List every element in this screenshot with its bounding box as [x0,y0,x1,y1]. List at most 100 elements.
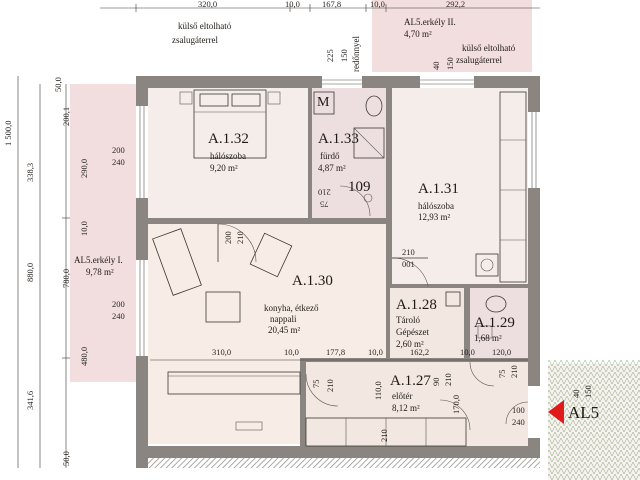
hall-dim-1: 75 [311,379,321,389]
note-shutter-left-2: zsalugáterrel [172,35,218,45]
room-a132-area: 9,20 m² [210,163,238,173]
entrance-arrow-icon [548,400,564,424]
right-small-dim-2: 150 [583,385,593,398]
dim-top-4: 10,0 [370,0,385,9]
room-a131-area: 12,93 m² [418,212,451,222]
dim-left-inner-7: 50,0 [61,451,71,466]
room-fill-a129 [470,288,528,358]
meter-box [313,91,335,115]
room-a130-area: 20,45 m² [268,325,301,335]
balcony-ii-label: AL5.erkély II. [404,17,456,27]
dim-left-inner-3: 290,0 [79,158,89,178]
dim-mid-7: 120,0 [492,347,512,357]
note-redonny: redőnnyel [351,36,361,72]
hall-dim-6: 210 [443,373,453,386]
hall-dim-4: 210 [379,429,389,442]
room-fill-a128 [390,288,464,358]
room-fill-a127 [306,362,528,446]
hall-dim-9: 210 [509,365,519,378]
door-109-label: 109 [348,179,371,195]
room-a131-code: A.1.31 [418,181,459,197]
meter-label: M [317,95,330,110]
boiler [445,291,461,307]
room-a133-name: fürdő [320,151,340,161]
balcony-top [372,0,532,72]
toilet-small [485,295,507,313]
window2-dim-top: 200 [112,299,125,309]
room-a127-area: 8,12 m² [392,403,420,413]
room-a128-area: 2,60 m² [396,339,424,349]
dim-left-outer-3: 338,3 [25,162,35,182]
room-a128-name-2: Gépészet [396,327,429,337]
toilet [365,95,383,117]
dim-mid-2: 10,0 [284,347,299,357]
sofa [152,228,293,323]
window1-dim-bottom: 240 [112,157,125,167]
room-a129-code: A.1.29 [474,315,515,331]
dim-left-inner-1: 50,0 [53,77,63,92]
dim-mid-1: 310,0 [212,347,232,357]
bed2-door-dim-2: 001 [402,259,415,269]
entrance-label: AL5 [568,403,600,422]
bath-door-dim-1: 210 [318,187,331,198]
dim-top-3: 167,8 [322,0,342,9]
dim-mid-5: 162,2 [410,347,430,357]
right-window-dim-1: 40 [431,61,441,71]
doors [217,185,529,431]
room-a132-code: A.1.32 [208,131,249,147]
dim-top-5: 292,2 [446,0,466,9]
room-a130-code: A.1.30 [292,273,333,289]
room-a133-code: A.1.33 [318,131,359,147]
washbasin-small [477,325,493,339]
room-fill-a131 [392,88,528,284]
room-a132-name: hálószoba [210,151,246,161]
bed-double [193,89,267,159]
drain [363,193,373,203]
window2-dim-bottom: 240 [112,311,125,321]
room-fill-a133 [312,88,386,220]
dim-top-1: 320,0 [198,0,218,9]
dim-mid-3: 177,8 [326,347,346,357]
dim-mid-4: 10,0 [368,347,383,357]
dim-left-inner-4: 10,0 [79,221,89,236]
room-a128-code: A.1.28 [396,297,437,313]
hall-dim-2: 210 [325,379,335,392]
bath-door-dim-2: 75 [320,199,329,210]
kitchen-sink [475,253,499,277]
dim-mid-6: 10,0 [460,347,475,357]
windows [136,76,540,438]
bed1-door-dim-2: 210 [235,231,245,244]
bath-window-dim-1: 225 [325,49,335,62]
room-a127-name: előtér [392,391,413,401]
balcony-i-label: AL5.erkély I. [74,255,123,265]
dim-left-inner-5: 780,0 [61,268,71,288]
room-fill-a132 [148,88,308,220]
room-a130-name-2: nappali [270,314,297,324]
wardrobe [499,91,527,283]
entrance-door-dim-1: 100 [512,405,525,415]
nightstand-right [267,91,281,105]
hall-dim-5: 90 [431,377,441,387]
window1-dim-top: 200 [112,145,125,155]
dimension-lines [17,4,540,468]
bath-window-dim-2: 150 [339,49,349,62]
dim-left-inner-2: 200,1 [61,106,71,126]
dim-left-outer-2: 880,0 [25,262,35,282]
bed1-door-dim-1: 200 [223,231,233,244]
room-a130-name-1: konyha, étkező [264,303,319,313]
note-shutter-right-1: külső eltolható [462,43,516,53]
hall-dim-7: 170,0 [451,394,461,414]
balcony-left [70,84,136,382]
balcony-ii-area: 4,70 m² [404,29,432,39]
dim-left-outer-1: 1 500,0 [3,120,13,147]
right-small-dim-1: 40 [571,389,581,399]
balcony-i-area: 9,78 m² [86,267,114,277]
nightstand-left [179,91,193,105]
note-shutter-left-1: külső eltolható [178,21,232,31]
shower-tray [353,127,385,159]
room-a131-name: hálószoba [418,201,454,211]
entrance-door-dim-2: 240 [512,417,525,427]
room-a128-name-1: Tároló [396,315,420,325]
